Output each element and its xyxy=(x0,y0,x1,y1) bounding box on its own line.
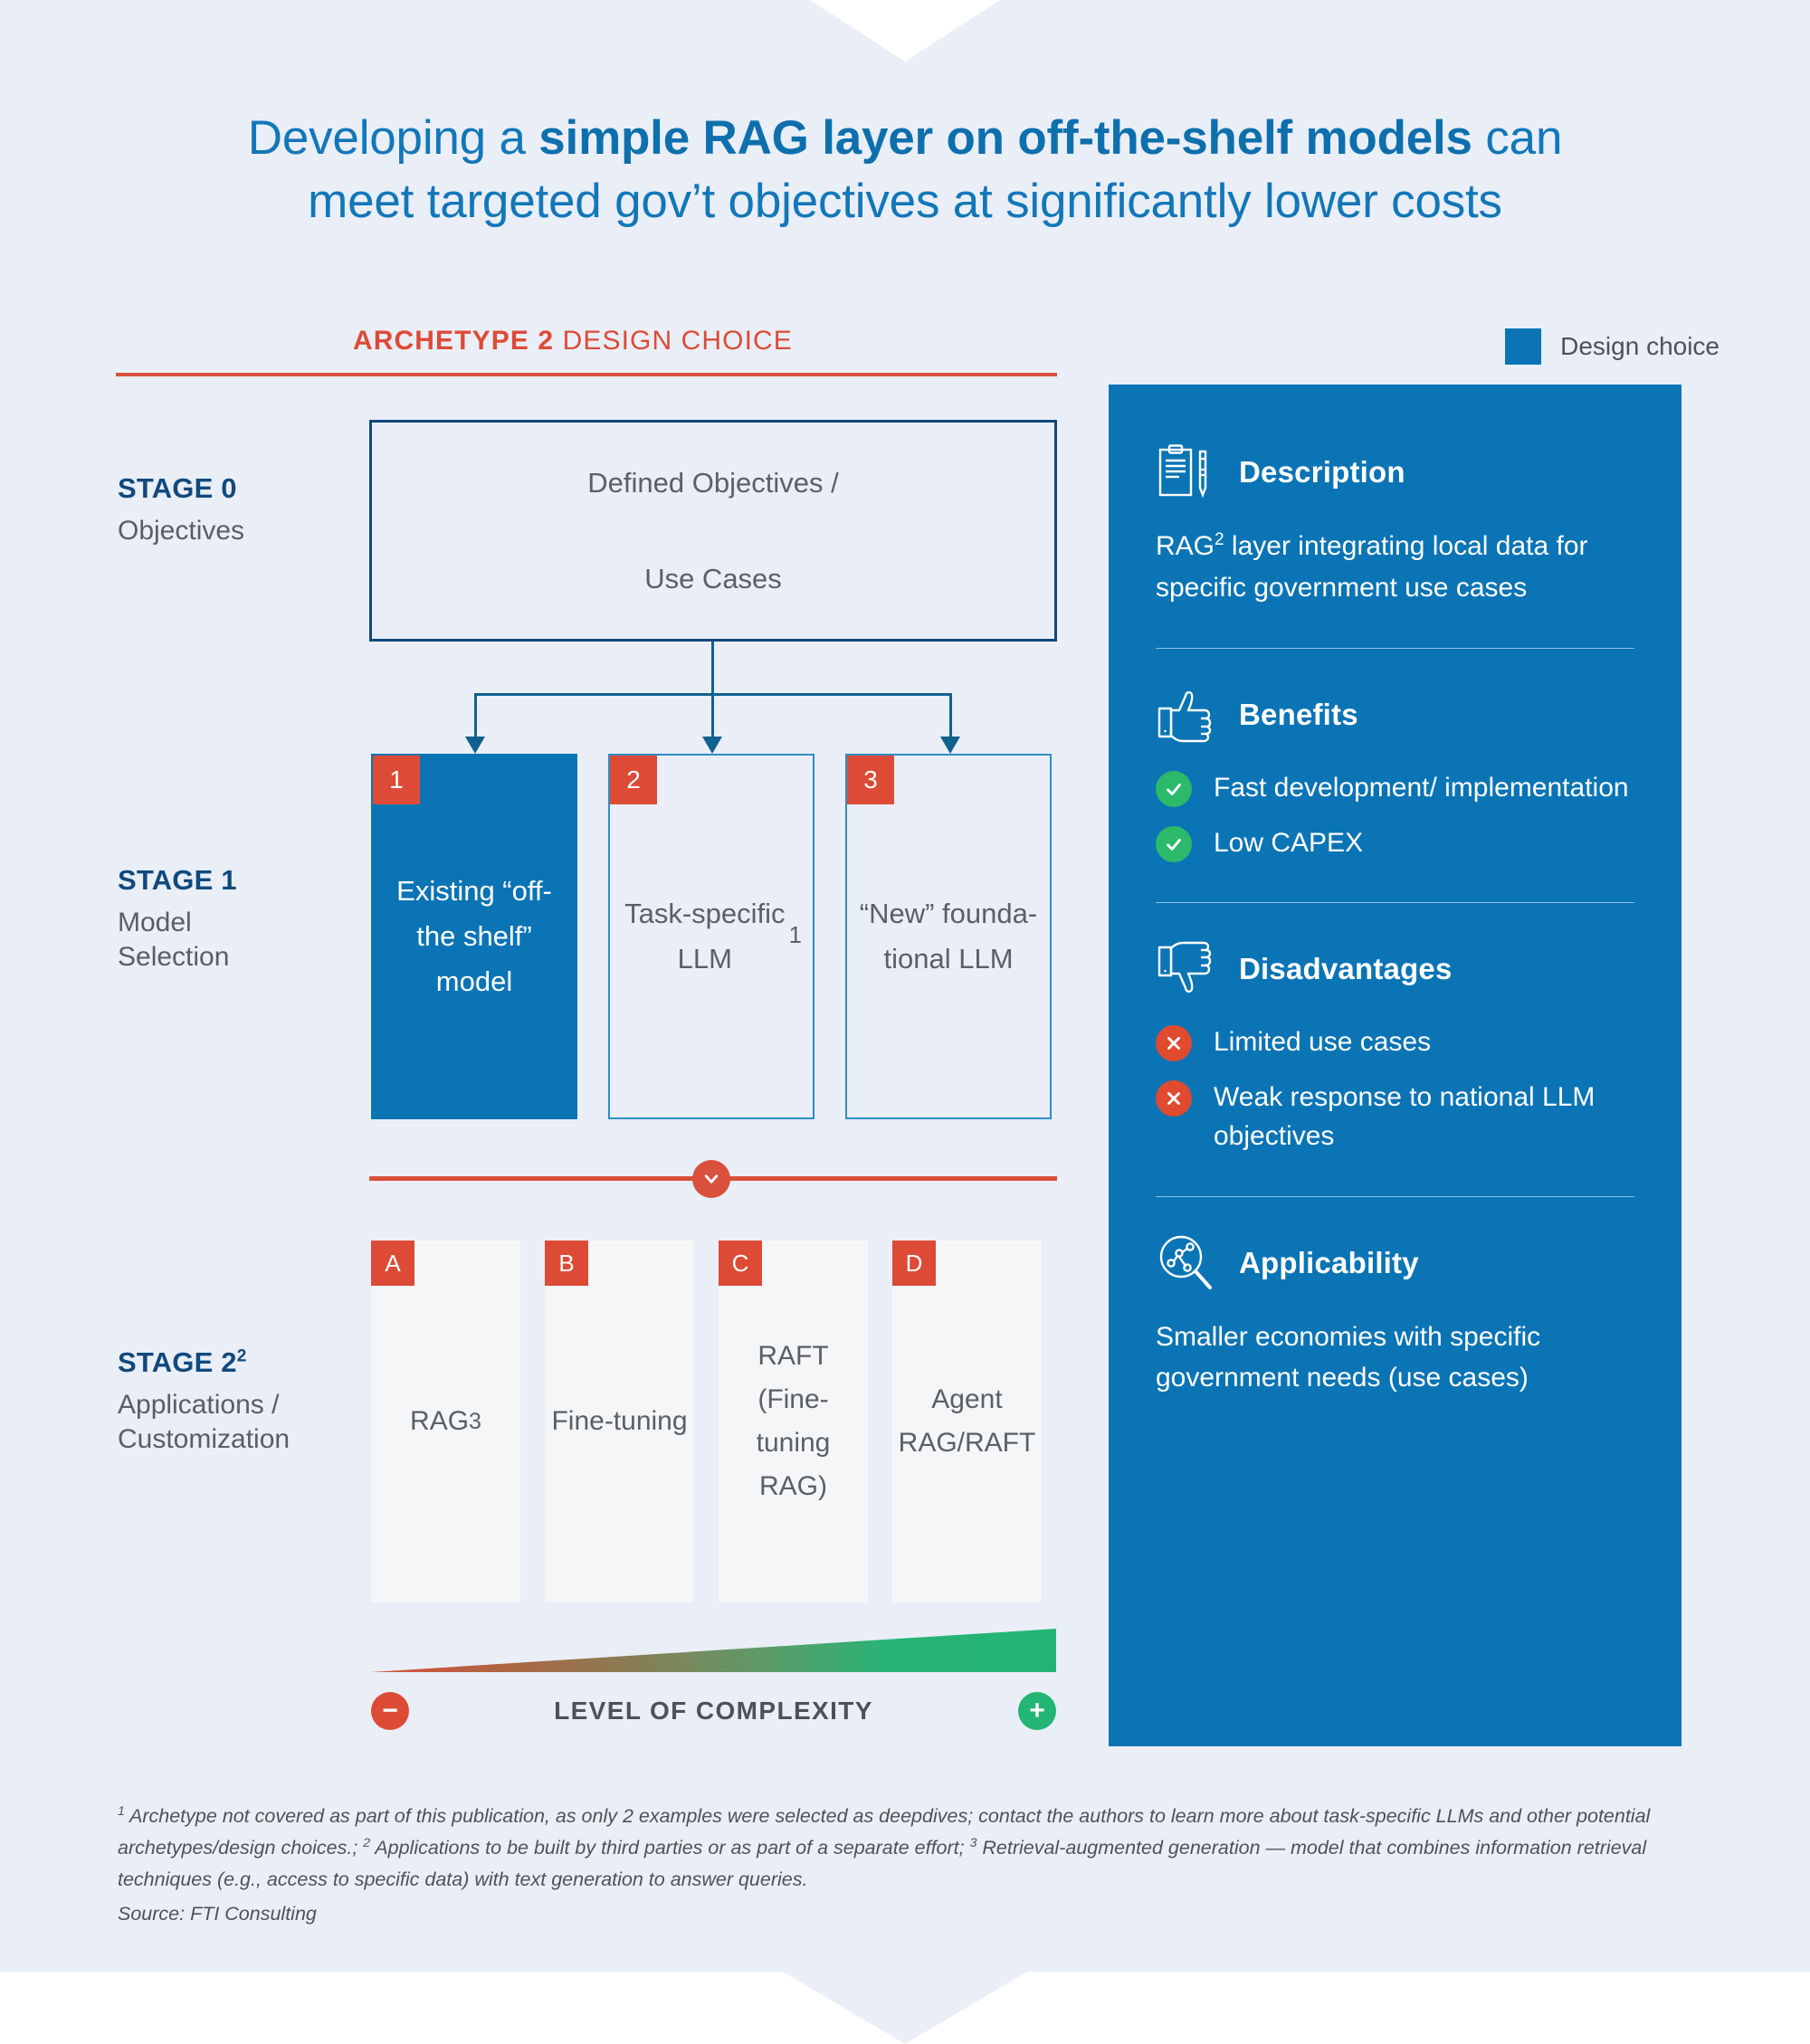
stage-0-title: STAGE 0 xyxy=(118,472,237,504)
panel-divider-1 xyxy=(1156,648,1634,650)
archetype-divider xyxy=(116,373,1057,376)
stage-2-subtitle: Applications / Customization xyxy=(118,1390,291,1455)
section-heading: Description xyxy=(1239,455,1405,489)
list-item-label: Fast development/ implementation xyxy=(1214,773,1629,803)
stage-0-box[interactable]: Defined Objectives / Use Cases xyxy=(369,420,1057,642)
card-badge: 1 xyxy=(373,756,420,804)
connector-drop-2 xyxy=(711,693,714,738)
stage-2-card-agent-rag-raft[interactable]: D Agent RAG/RAFT xyxy=(892,1241,1042,1602)
section-description: Description RAG2 layer integrating local… xyxy=(1156,442,1634,608)
list-item: Fast development/ implementation xyxy=(1156,768,1634,808)
close-icon xyxy=(1156,1079,1192,1117)
top-chevron-notch xyxy=(810,0,1000,62)
detail-panel: Description RAG2 layer integrating local… xyxy=(1109,385,1681,1746)
applicability-body: Smaller economies with specific governme… xyxy=(1156,1321,1541,1393)
close-icon xyxy=(1156,1025,1192,1062)
card-label: Agent RAG/RAFT xyxy=(898,1384,1036,1458)
complexity-label: LEVEL OF COMPLEXITY xyxy=(554,1697,873,1725)
card-badge: B xyxy=(545,1241,588,1286)
check-icon xyxy=(1156,825,1192,862)
card-badge: C xyxy=(719,1241,762,1286)
arrow-down-icon-2 xyxy=(702,737,722,754)
section-heading: Disadvantages xyxy=(1239,952,1453,986)
stage-1-title: STAGE 1 xyxy=(118,864,237,896)
section-heading: Benefits xyxy=(1239,698,1358,732)
stage-1-card-new-foundational-llm[interactable]: 3 “New” founda-tional LLM xyxy=(845,754,1052,1119)
card-badge: A xyxy=(371,1241,414,1286)
connector-drop-3 xyxy=(949,693,952,738)
legend: Design choice xyxy=(1505,328,1720,365)
source-line: Source: FTI Consulting xyxy=(118,1903,317,1925)
card-label: Fine-tuning xyxy=(551,1406,688,1436)
chevron-down-icon xyxy=(692,1160,730,1198)
legend-swatch-design-choice xyxy=(1505,328,1542,365)
section-applicability: Applicability Smaller economies with spe… xyxy=(1156,1233,1634,1399)
list-item: Limited use cases xyxy=(1156,1022,1634,1062)
legend-label: Design choice xyxy=(1560,332,1720,360)
stage-2-label: STAGE 22 Applications / Customization xyxy=(118,1346,290,1458)
benefits-list: Fast development/ implementation Low CAP… xyxy=(1156,768,1634,862)
complexity-scale: − LEVEL OF COMPLEXITY + xyxy=(371,1692,1056,1730)
section-benefits: Benefits Fast development/ implementatio… xyxy=(1156,685,1634,862)
bottom-chevron-notch xyxy=(783,1972,1027,2044)
card-badge: 3 xyxy=(847,756,894,804)
list-item-label: Low CAPEX xyxy=(1214,827,1364,858)
stage-2-title: STAGE 22 xyxy=(118,1346,247,1378)
title-line-1: Developing a simple RAG layer on off-the… xyxy=(247,111,1563,165)
magnifier-network-icon xyxy=(1156,1233,1215,1293)
list-item-label: Limited use cases xyxy=(1214,1027,1432,1058)
disadvantages-list: Limited use cases Weak response to natio… xyxy=(1156,1022,1634,1156)
stage-1-card-existing-model[interactable]: 1 Existing “off-the shelf” model xyxy=(371,754,577,1119)
arrow-down-icon-3 xyxy=(940,737,960,754)
footnotes: 1 Archetype not covered as part of this … xyxy=(118,1803,1651,1890)
card-label: Existing “off-the shelf” model xyxy=(396,874,552,998)
stage-0-box-text: Defined Objectives / Use Cases xyxy=(587,466,839,595)
clipboard-pen-icon xyxy=(1156,442,1215,502)
archetype-label: ARCHETYPE 2 DESIGN CHOICE xyxy=(353,326,793,356)
section-heading: Applicability xyxy=(1239,1245,1419,1279)
thumbs-up-icon xyxy=(1156,685,1215,745)
stage-1-subtitle: Model Selection xyxy=(118,908,230,973)
stage-0-label: STAGE 0 Objectives xyxy=(118,472,244,548)
panel-divider-3 xyxy=(1156,1195,1634,1197)
connector-drop-1 xyxy=(474,693,477,738)
stage-2-card-raft[interactable]: C RAFT (Fine-tuning RAG) xyxy=(719,1241,868,1602)
card-label: RAFT (Fine-tuning RAG) xyxy=(756,1341,831,1501)
minus-circle-icon: − xyxy=(371,1692,409,1730)
list-item-label: Weak response to national LLM objectives xyxy=(1214,1081,1596,1152)
card-badge: D xyxy=(892,1241,936,1286)
plus-circle-icon: + xyxy=(1017,1692,1056,1730)
section-disadvantages: Disadvantages Limited use cases Weak res… xyxy=(1156,939,1634,1156)
stage-2-card-fine-tuning[interactable]: B Fine-tuning xyxy=(545,1241,694,1602)
description-body: RAG2 layer integrating local data for sp… xyxy=(1156,530,1588,603)
arrow-down-icon-1 xyxy=(465,737,485,754)
list-item: Weak response to national LLM objectives xyxy=(1156,1078,1634,1156)
connector-stem xyxy=(711,642,714,693)
stage-1-label: STAGE 1 Model Selection xyxy=(118,864,237,975)
stage-0-subtitle: Objectives xyxy=(118,516,245,546)
title-line-2: meet targeted gov’t objectives at signif… xyxy=(308,174,1502,228)
card-badge: 2 xyxy=(610,756,657,804)
page-title: Developing a simple RAG layer on off-the… xyxy=(0,107,1810,233)
list-item: Low CAPEX xyxy=(1156,823,1634,863)
check-icon xyxy=(1156,771,1192,808)
thumbs-down-icon xyxy=(1156,939,1215,999)
panel-divider-2 xyxy=(1156,902,1634,904)
card-label: “New” founda-tional LLM xyxy=(859,897,1038,974)
